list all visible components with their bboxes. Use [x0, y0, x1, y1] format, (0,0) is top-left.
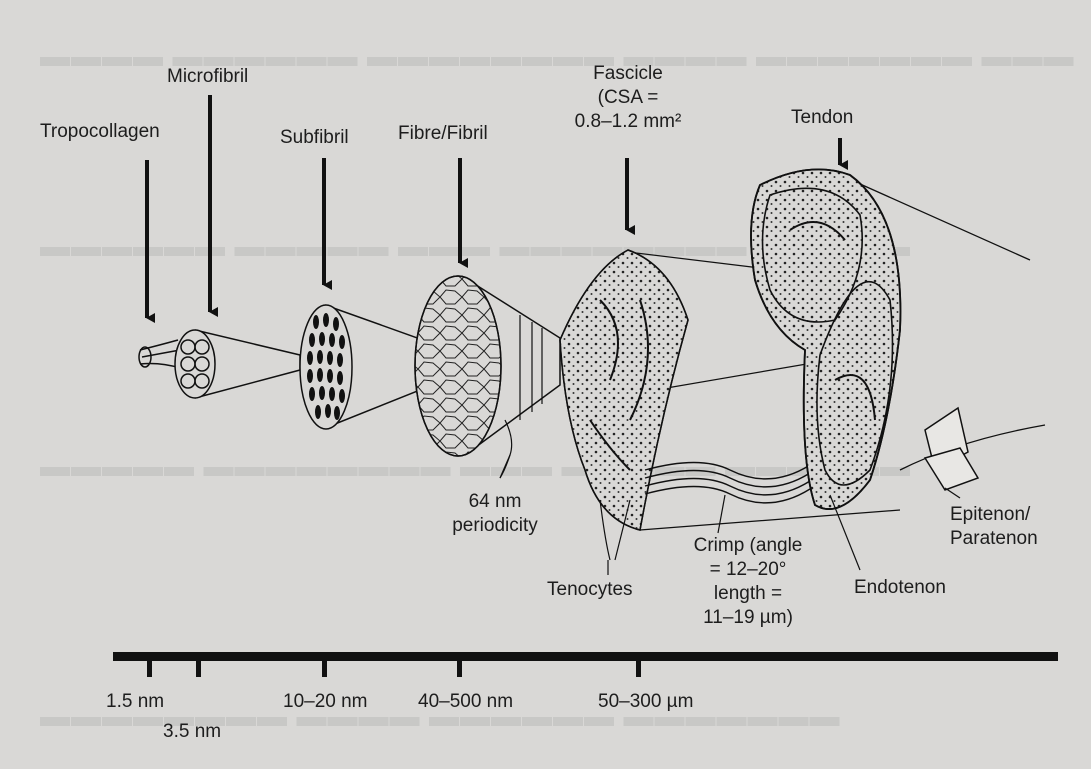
- label-crimp: Crimp (angle = 12–20° length = 11–19 µm): [678, 534, 818, 630]
- scale-tick-4: [457, 659, 462, 677]
- label-crimp-line4: 11–19 µm): [678, 606, 818, 630]
- label-tendon: Tendon: [791, 106, 853, 130]
- scale-label-5: 50–300 µm: [598, 690, 693, 714]
- tendon-drawing: [751, 169, 1045, 509]
- microfibril-drawing: [175, 330, 300, 398]
- label-tropocollagen: Tropocollagen: [40, 120, 160, 144]
- label-epitenon: Epitenon/ Paratenon: [950, 503, 1038, 551]
- label-microfibril: Microfibril: [167, 65, 248, 89]
- tropocollagen-drawing: [139, 340, 180, 368]
- label-tenocytes: Tenocytes: [547, 578, 633, 602]
- label-epitenon-line2: Paratenon: [950, 527, 1038, 551]
- scale-tick-2: [196, 659, 201, 677]
- scale-label-3: 10–20 nm: [283, 690, 368, 714]
- scale-label-2: 3.5 nm: [163, 720, 221, 744]
- label-fascicle-line3: 0.8–1.2 mm²: [548, 110, 708, 134]
- fibre-drawing: [415, 276, 560, 478]
- label-crimp-line1: Crimp (angle: [678, 534, 818, 558]
- pointer-arrows: [147, 95, 840, 318]
- label-periodicity-line2: periodicity: [430, 514, 560, 538]
- label-epitenon-line1: Epitenon/: [950, 503, 1038, 527]
- label-crimp-line2: = 12–20°: [678, 558, 818, 582]
- scale-tick-1: [147, 659, 152, 677]
- label-endotenon: Endotenon: [854, 576, 946, 600]
- scale-label-1: 1.5 nm: [106, 690, 164, 714]
- scale-bar: [113, 652, 1058, 677]
- label-periodicity: 64 nm periodicity: [430, 490, 560, 538]
- label-fascicle-line1: Fascicle: [548, 62, 708, 86]
- label-fibre-fibril: Fibre/Fibril: [398, 122, 488, 146]
- label-fascicle-line2: (CSA =: [548, 86, 708, 110]
- label-fascicle: Fascicle (CSA = 0.8–1.2 mm²: [548, 62, 708, 134]
- scale-tick-5: [636, 659, 641, 677]
- label-subfibril: Subfibril: [280, 126, 349, 150]
- label-crimp-line3: length =: [678, 582, 818, 606]
- scale-tick-3: [322, 659, 327, 677]
- label-periodicity-line1: 64 nm: [430, 490, 560, 514]
- scale-label-4: 40–500 nm: [418, 690, 513, 714]
